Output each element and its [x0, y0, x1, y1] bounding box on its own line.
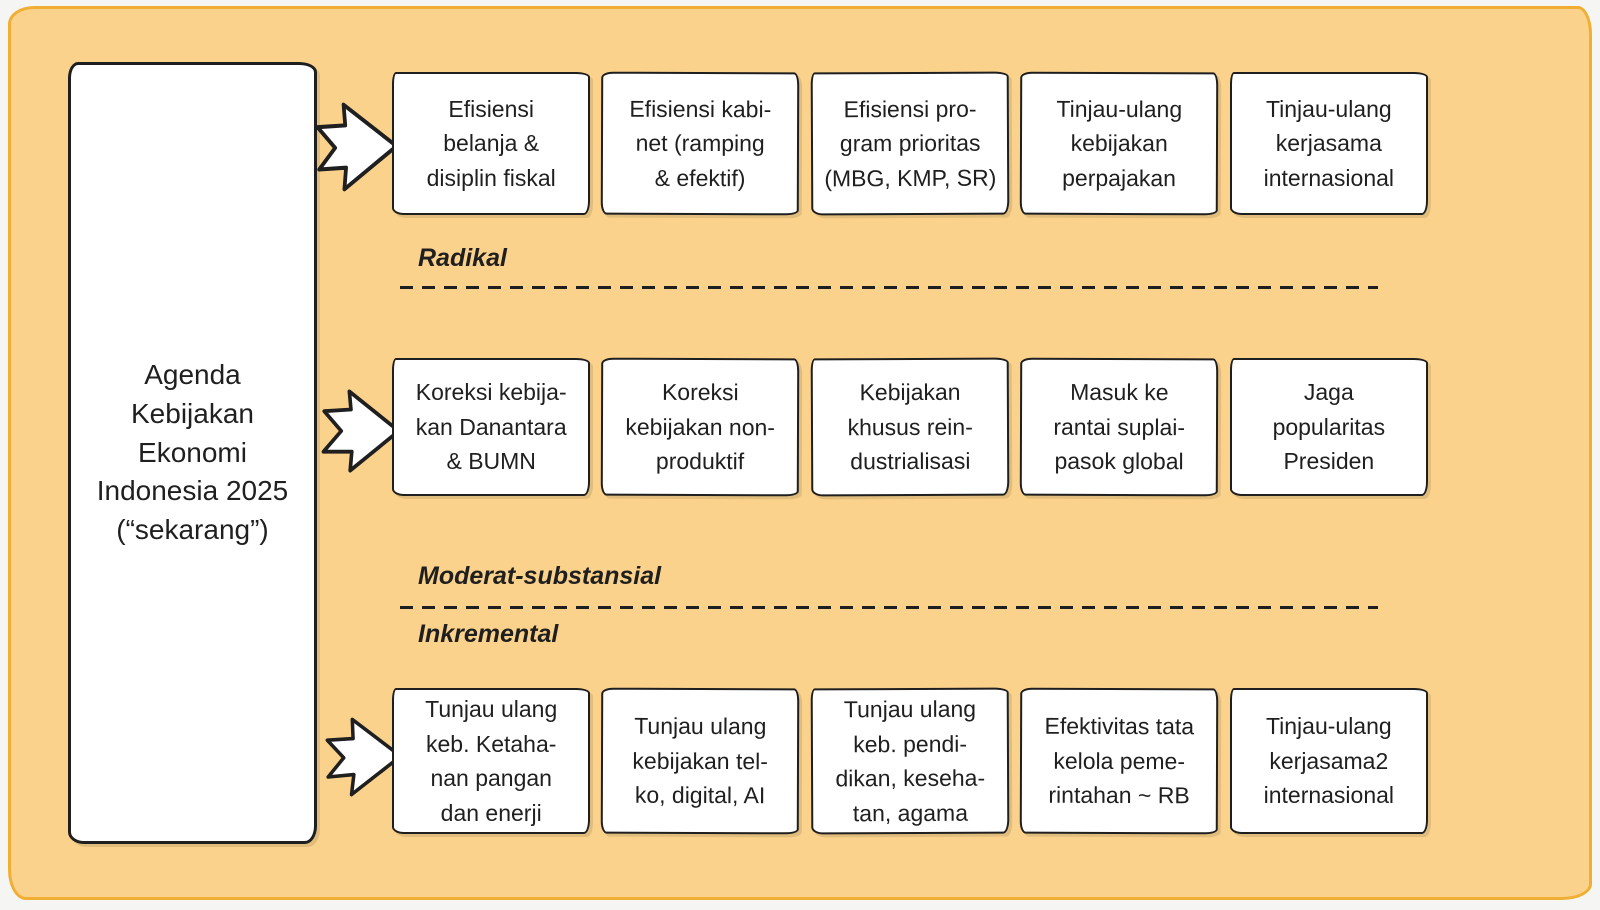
- policy-box: Efisiensi kabi- net (ramping & efektif): [601, 71, 801, 216]
- policy-box: Kebijakan khusus rein- dustrialisasi: [810, 357, 1010, 497]
- tier-divider-line: [400, 606, 1378, 609]
- policy-box: Efisiensi belanja & disiplin fiskal: [392, 72, 591, 215]
- policy-box: Tinjau-ulang kerjasama2 internasional: [1229, 688, 1429, 834]
- policy-box: Koreksi kebija- kan Danantara & BUMN: [392, 358, 591, 496]
- policy-box: Tunjau ulang kebijakan tel- ko, digital,…: [601, 687, 801, 835]
- arrow-right-icon: [321, 388, 402, 474]
- arrow-right-icon: [315, 102, 399, 192]
- policy-box: Masuk ke rantai suplai- pasok global: [1019, 357, 1219, 497]
- policy-box: Tinjau-ulang kebijakan perpajakan: [1019, 71, 1219, 216]
- tier-label-moderat: Moderat-substansial: [418, 562, 662, 590]
- tier-divider-line: [400, 286, 1378, 289]
- policy-box: Tunjau ulang keb. pendi- dikan, keseha- …: [810, 687, 1010, 835]
- arrow-right-icon: [325, 717, 403, 797]
- tier-row-inkremental: Tunjau ulang keb. Ketaha- nan pangan dan…: [392, 687, 1429, 835]
- policy-box: Jaga popularitas Presiden: [1229, 358, 1429, 496]
- policy-box: Efektivitas tata kelola peme- rintahan ~…: [1019, 687, 1219, 835]
- tier-label-inkremental: Inkremental: [418, 620, 559, 648]
- policy-box: Tunjau ulang keb. Ketaha- nan pangan dan…: [392, 688, 591, 834]
- tier-row-moderat: Koreksi kebija- kan Danantara & BUMN Kor…: [392, 357, 1429, 497]
- tier-label-radikal: Radikal: [418, 244, 507, 272]
- policy-box: Koreksi kebijakan non- produktif: [601, 357, 801, 497]
- tier-row-radikal: Efisiensi belanja & disiplin fiskal Efis…: [392, 71, 1429, 216]
- root-agenda-box: Agenda Kebijakan Ekonomi Indonesia 2025 …: [68, 62, 317, 844]
- policy-box: Tinjau-ulang kerjasama internasional: [1229, 72, 1429, 215]
- policy-box: Efisiensi pro- gram prioritas (MBG, KMP,…: [810, 71, 1010, 216]
